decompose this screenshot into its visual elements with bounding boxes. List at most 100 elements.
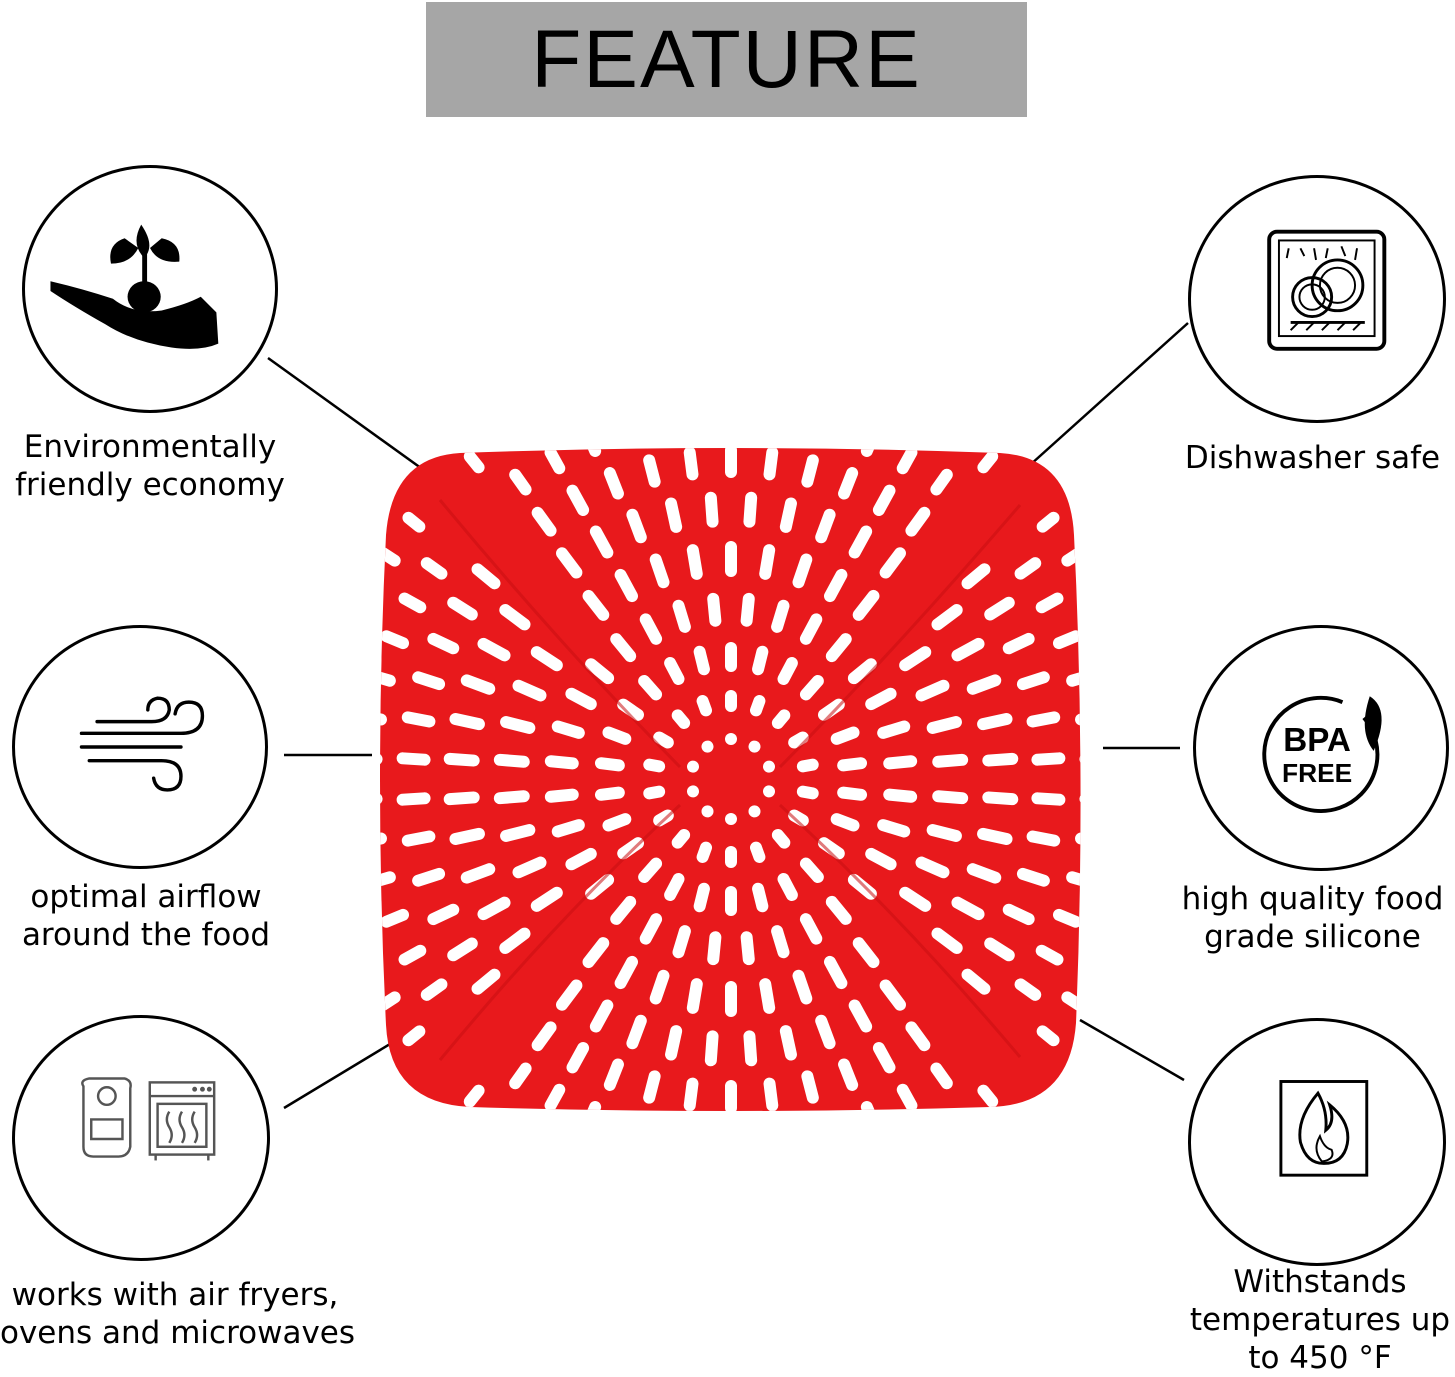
mat-slot	[725, 846, 737, 868]
mat-slot	[926, 824, 962, 842]
mat-slots	[380, 448, 1081, 1111]
mat-slot	[977, 713, 1013, 731]
mat-slot	[1016, 867, 1050, 887]
mat-slot	[1031, 792, 1066, 806]
mat-slot	[799, 674, 824, 701]
mat-slot	[447, 937, 478, 962]
mat-slot	[932, 790, 969, 805]
mat-slot	[638, 674, 663, 701]
mat-slot	[477, 896, 511, 921]
mat-slot	[930, 1062, 953, 1090]
mat-slot	[602, 726, 632, 745]
mat-slot	[749, 695, 766, 717]
mat-slot	[1026, 830, 1061, 847]
feature-label-eco: Environmentally friendly economy	[0, 428, 300, 504]
mat-slot	[792, 969, 813, 1005]
air-fryer-and-oven-icon	[81, 1077, 216, 1161]
mat-slot	[671, 709, 691, 730]
mat-slot	[594, 757, 625, 772]
mat-slot	[931, 604, 963, 631]
feature-circle-bpa: BPA FREE	[1193, 625, 1449, 871]
mat-slot	[872, 484, 896, 516]
mat-slot	[759, 544, 776, 580]
mat-slot	[899, 646, 932, 672]
mat-slot	[463, 450, 485, 474]
label-line: friendly economy	[15, 467, 285, 503]
mat-slot	[626, 1014, 647, 1050]
mat-slot	[447, 596, 478, 621]
label-line: ovens and microwaves	[0, 1315, 356, 1351]
mat-slot	[589, 525, 614, 559]
mat-slot	[879, 979, 906, 1011]
mat-slot	[1002, 632, 1035, 655]
mat-slot	[852, 937, 880, 969]
mat-slot	[653, 731, 674, 749]
mat-slot	[879, 547, 906, 579]
feature-label-airflow: optimal airflow around the food	[0, 878, 292, 954]
mat-slot	[865, 847, 897, 871]
mat-slot	[984, 596, 1015, 621]
mat-slot	[565, 687, 597, 711]
mat-slot	[825, 633, 852, 663]
mat-slot	[815, 1014, 836, 1050]
mat-slot	[402, 1025, 426, 1047]
mat-slot	[763, 785, 775, 798]
feature-circle-heat	[1188, 1018, 1446, 1266]
mat-slot	[707, 931, 722, 966]
mat-slot	[701, 805, 714, 818]
mat-slot	[725, 642, 737, 672]
feature-label-dishwasher: Dishwasher safe	[1170, 439, 1455, 477]
mat-slot	[796, 758, 819, 773]
connector-line	[267, 356, 433, 478]
mat-slot	[617, 837, 645, 860]
feature-label-silicone: high quality food grade silicone	[1170, 880, 1455, 956]
mat-slot	[696, 841, 713, 863]
mat-slot	[509, 468, 532, 496]
mat-slot	[961, 968, 991, 995]
mat-slot	[582, 937, 610, 969]
mat-slot	[763, 760, 775, 773]
mat-slot	[905, 506, 931, 537]
mat-slot	[860, 1100, 880, 1111]
mat-slot	[830, 726, 860, 745]
wind-airflow-icon	[79, 696, 205, 792]
mat-slot	[380, 953, 382, 975]
mat-slot	[932, 753, 969, 768]
mat-slot	[838, 467, 859, 500]
mat-slot	[883, 755, 918, 770]
connector-line	[1079, 1018, 1185, 1082]
mat-slot	[740, 931, 755, 966]
mat-slot	[801, 1070, 819, 1104]
mat-slot	[1002, 903, 1035, 926]
mat-slot	[427, 903, 460, 926]
mat-slot	[610, 895, 637, 925]
bpa-badge-top: BPA	[1283, 722, 1351, 759]
mat-slot	[788, 731, 809, 749]
label-line: Environmentally	[23, 429, 277, 465]
mat-slot	[594, 786, 625, 801]
mat-slot	[460, 863, 496, 884]
mat-slot	[380, 908, 410, 928]
silicone-liner-image	[380, 448, 1081, 1111]
mat-slot	[401, 711, 436, 728]
mat-slot	[743, 491, 758, 528]
mat-slot	[556, 547, 583, 579]
mat-slot	[687, 785, 699, 798]
mat-slot	[696, 695, 713, 717]
mat-slot	[471, 563, 501, 590]
mat-slot	[565, 847, 597, 871]
mat-slot	[603, 1058, 624, 1091]
mat-slot	[582, 589, 610, 621]
mat-slot	[665, 1025, 683, 1061]
mat-slot	[796, 785, 819, 800]
mat-slot	[801, 454, 819, 488]
mat-slot	[380, 583, 382, 605]
mat-slot	[748, 805, 761, 818]
mat-slot	[398, 944, 427, 966]
mat-slot	[551, 819, 585, 838]
mat-slot	[639, 613, 663, 645]
mat-slot	[1035, 592, 1064, 614]
mat-slot	[693, 882, 710, 913]
mat-slot	[544, 755, 579, 770]
